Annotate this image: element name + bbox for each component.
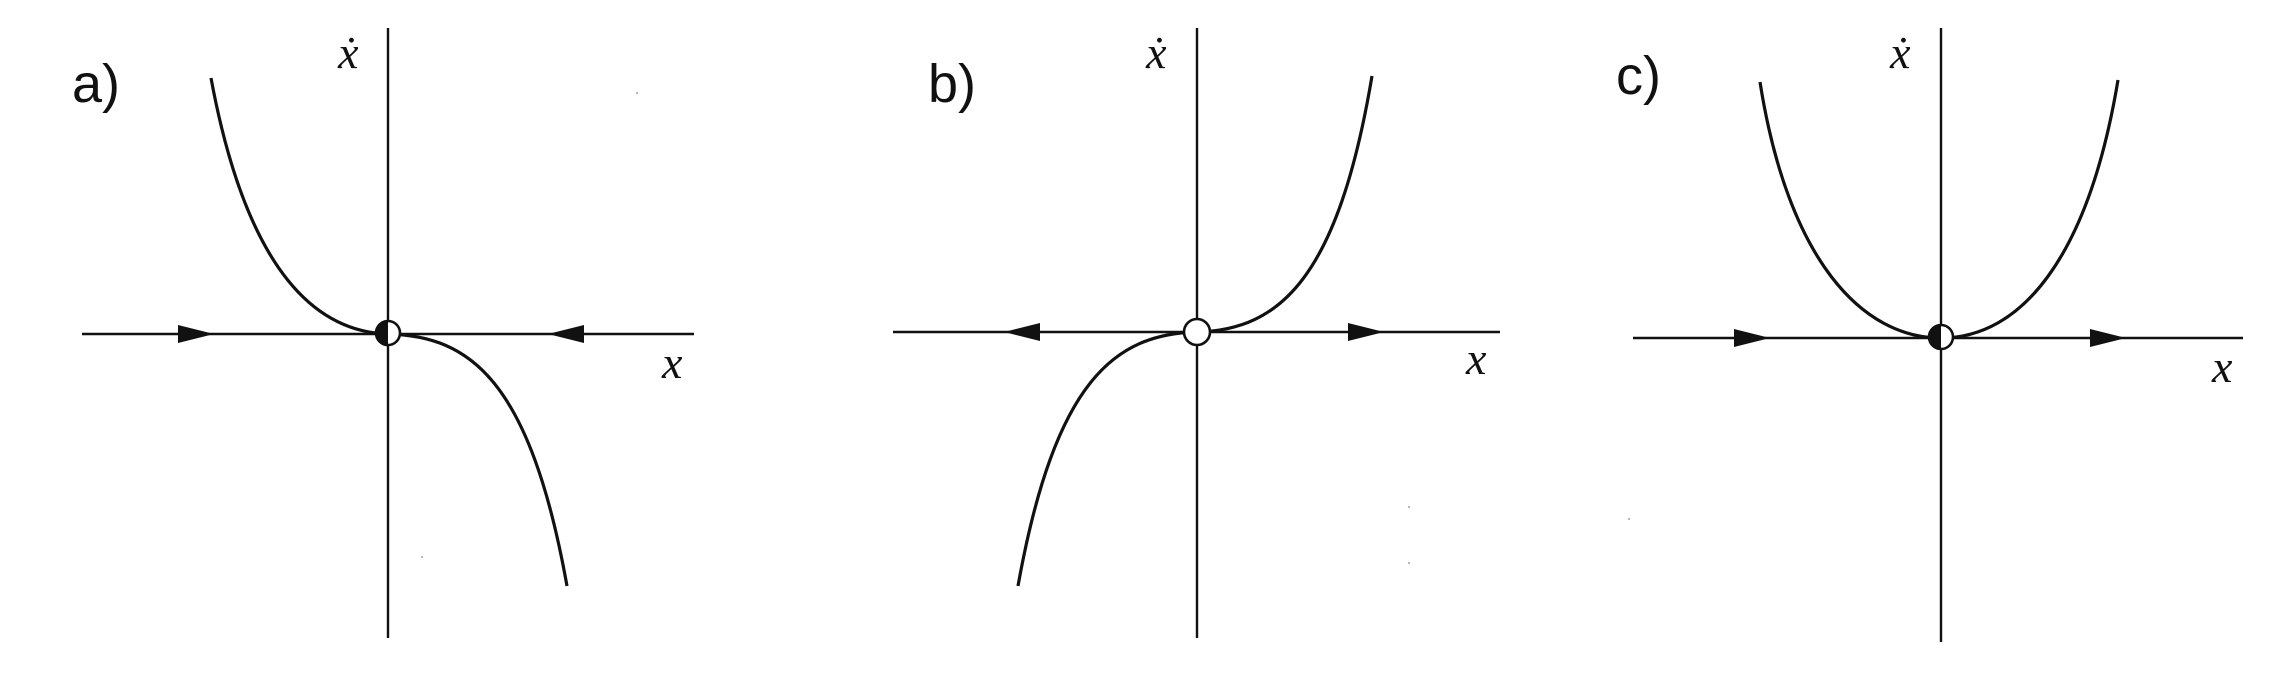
panel-a-label: a) [72, 54, 120, 114]
panel-a-flow-arrow-right [548, 325, 584, 343]
panel-b-flow-arrow-left [1004, 323, 1040, 341]
panel-c-x-axis-label: x [2211, 341, 2233, 392]
panel-b-x-axis-label: x [1465, 333, 1487, 384]
speck [1408, 562, 1410, 564]
panel-b-y-axis-label: ẋ [1145, 27, 1167, 78]
speck [636, 92, 638, 94]
panel-b-fixed-point [1182, 317, 1212, 347]
panel-a-y-axis-label: ẋ [337, 27, 359, 78]
panel-a: a) ẋ x [72, 27, 694, 638]
panel-c-flow-arrow-right [2090, 329, 2126, 347]
panel-c-curve [1758, 79, 2120, 340]
panel-a-x-axis-label: x [661, 337, 683, 388]
speck [1628, 518, 1630, 520]
panel-b: b) ẋ x [893, 27, 1500, 638]
panel-b-flow-arrow-right [1348, 323, 1384, 341]
panel-c-y-axis-label: ẋ [1889, 27, 1911, 78]
panel-c-flow-arrow-left [1734, 329, 1770, 347]
panel-b-label: b) [928, 54, 976, 114]
speck [1408, 506, 1410, 508]
panel-a-flow-arrow-left [178, 325, 214, 343]
panel-c-fixed-point [1927, 323, 1955, 351]
panel-c: c) ẋ x [1616, 27, 2243, 642]
panel-a-fixed-point [374, 319, 402, 347]
speck [421, 556, 423, 558]
panel-c-label: c) [1616, 46, 1661, 106]
